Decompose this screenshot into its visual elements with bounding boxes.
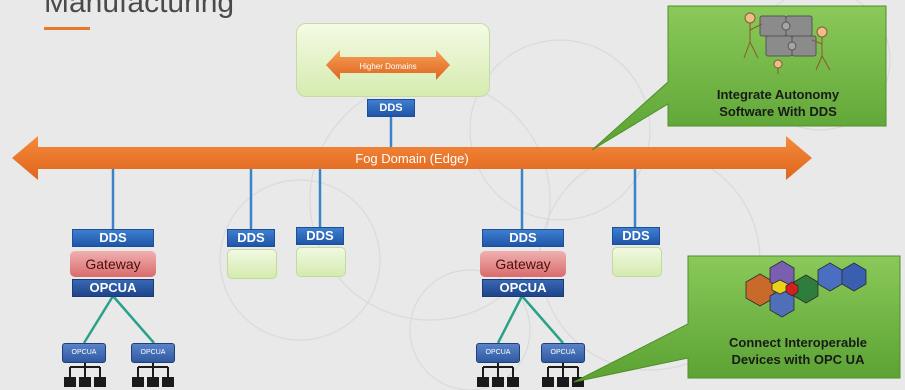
opcua-device-3: OPCUA — [476, 343, 520, 363]
gateway-2-opcua: OPCUA — [482, 279, 564, 297]
fog-domain-label: Fog Domain (Edge) — [355, 151, 468, 166]
page-title: Manufacturing — [44, 0, 235, 19]
higher-domains-dds: DDS — [367, 99, 415, 117]
gateway-1-dds: DDS — [72, 229, 154, 247]
callout-bottom-line-1: Connect Interoperable — [729, 335, 867, 350]
opcua-device-2: OPCUA — [131, 343, 175, 363]
callout-bottom-text: Connect Interoperable Devices with OPC U… — [700, 334, 896, 368]
dds-node-2-box — [296, 247, 346, 277]
puzzle-robots-icon — [743, 12, 831, 74]
callout-bottom-shape — [573, 255, 901, 383]
callout-top-line-1: Integrate Autonomy — [716, 87, 840, 102]
higher-domains-label: Higher Domains — [359, 62, 416, 71]
callout-top-text: Integrate Autonomy Software With DDS — [680, 86, 876, 120]
gateway-2-dds: DDS — [482, 229, 564, 247]
dds-node-3-box — [612, 247, 662, 277]
dds-node-2-label: DDS — [296, 227, 344, 245]
gateway-2: Gateway — [480, 251, 566, 277]
opcua-device-4: OPCUA — [541, 343, 585, 363]
fog-domain-bus: Fog Domain (Edge) — [12, 136, 812, 180]
gateway-1: Gateway — [70, 251, 156, 277]
title-accent-bar — [44, 27, 90, 30]
higher-domains-arrow: Higher Domains — [326, 50, 450, 80]
dds-node-3-label: DDS — [612, 227, 660, 245]
gateway-1-opcua: OPCUA — [72, 279, 154, 297]
callout-top-line-2: Software With DDS — [719, 104, 837, 119]
dds-node-1-box — [227, 249, 277, 279]
hexagon-network-icon — [745, 260, 867, 318]
opcua-device-1: OPCUA — [62, 343, 106, 363]
callout-bottom-line-2: Devices with OPC UA — [731, 352, 865, 367]
dds-node-1-label: DDS — [227, 229, 275, 247]
